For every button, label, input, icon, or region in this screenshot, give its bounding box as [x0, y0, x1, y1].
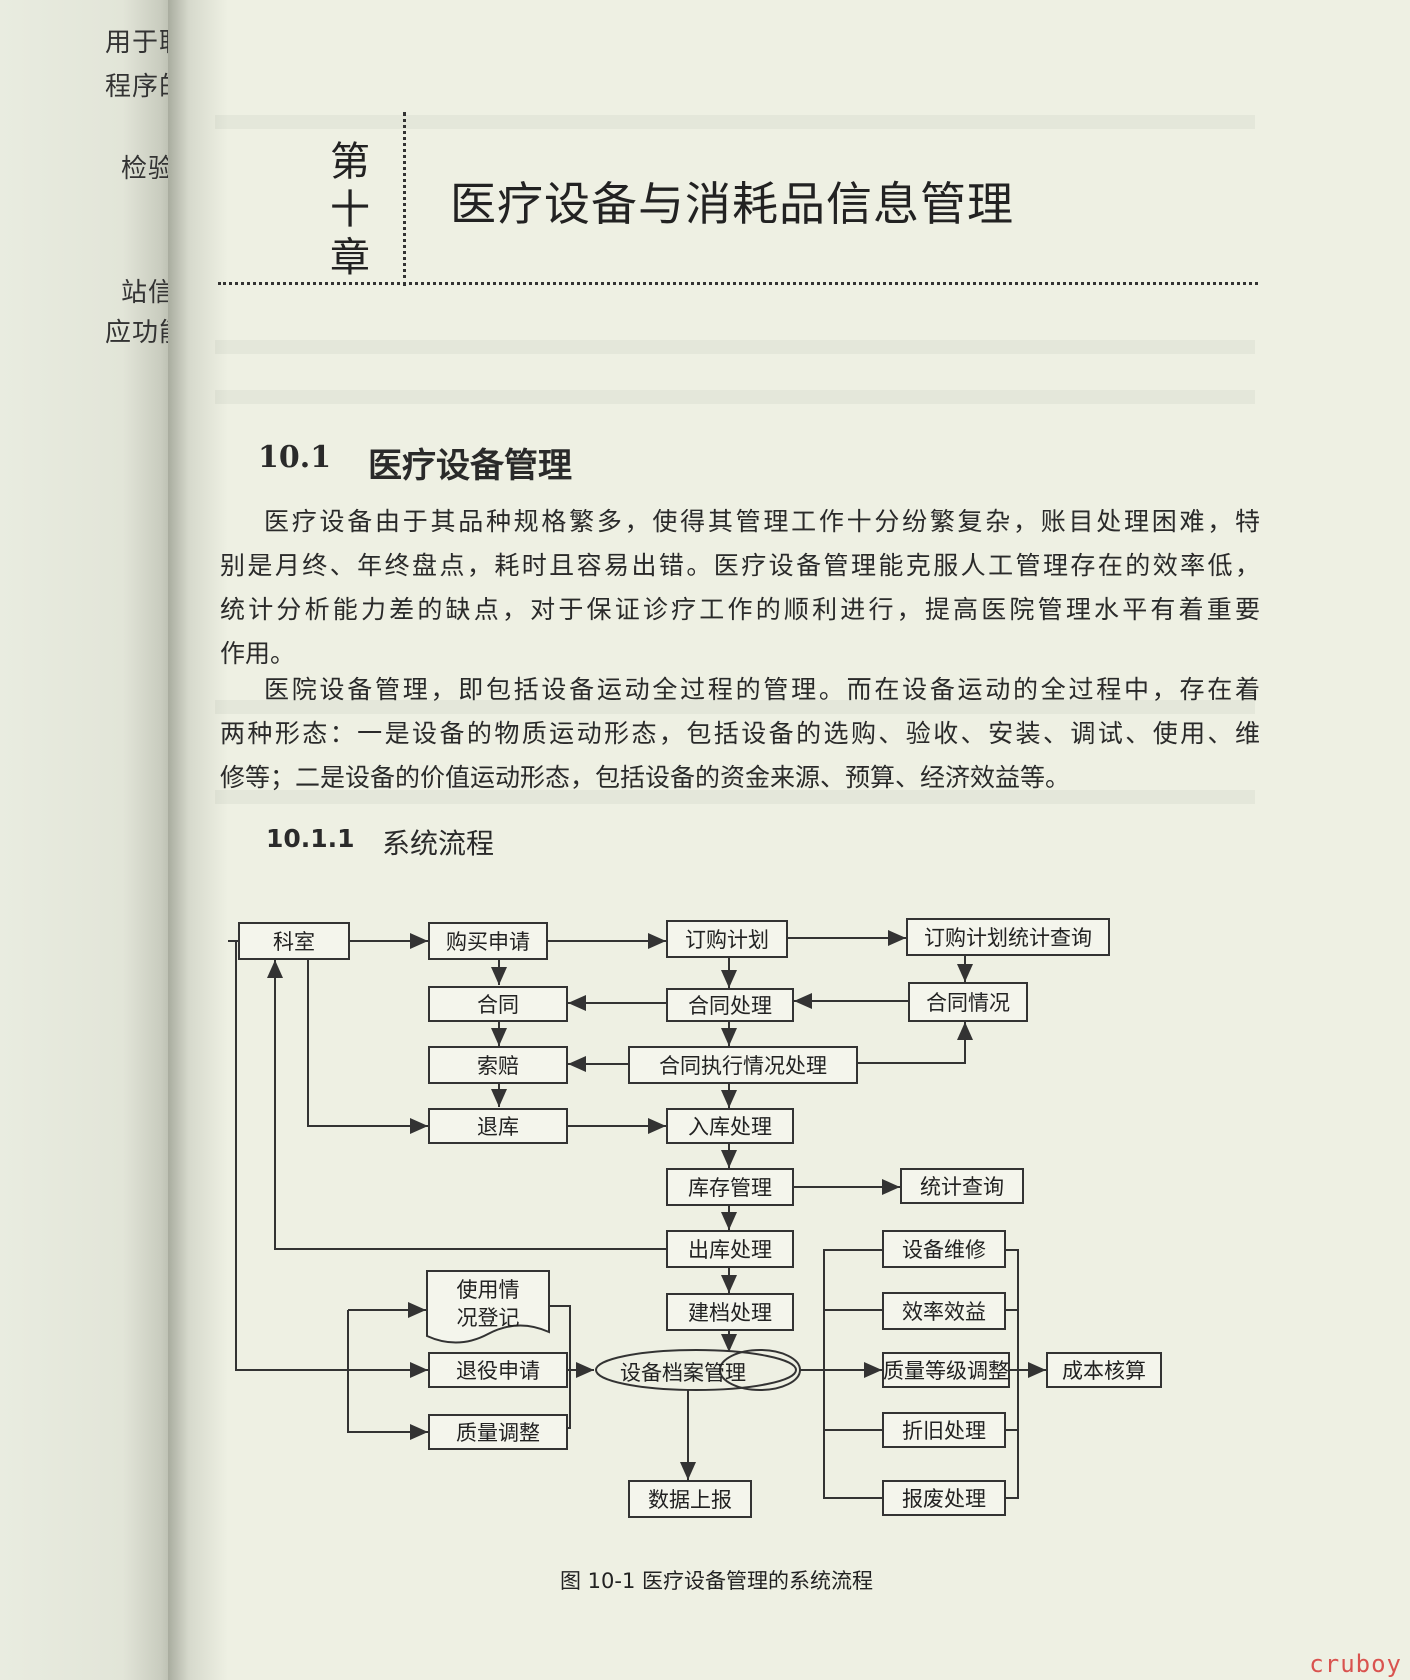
node-inventory: 库存管理: [666, 1168, 794, 1206]
section-title: 医疗设备管理: [368, 446, 572, 486]
node-contract-status: 合同情况: [908, 982, 1028, 1022]
chapter-char: 章: [330, 235, 370, 281]
paragraph-1: 医疗设备由于其品种规格繁多，使得其管理工作十分纷繁复杂，账目处理困难，特 别是月…: [220, 500, 1260, 676]
node-department: 科室: [238, 922, 350, 960]
node-stats-query: 统计查询: [900, 1168, 1024, 1204]
paragraph-line: 医院设备管理，即包括设备运动全过程的管理。而在设备运动的全过程中，存在着: [264, 675, 1260, 704]
node-efficiency: 效率效益: [882, 1292, 1006, 1330]
node-contract: 合同: [428, 986, 568, 1022]
figure-caption: 图 10-1 医疗设备管理的系统流程: [560, 1569, 874, 1593]
node-usage-line: 使用情: [456, 1278, 520, 1302]
node-cost-accounting: 成本核算: [1046, 1352, 1162, 1388]
left-page-line: 站信: [120, 278, 175, 308]
flowchart: 科室 购买申请 订购计划 订购计划统计查询 合同 合同处理 合同情况 索赔 合同…: [228, 900, 1268, 1550]
chapter-title: 医疗设备与消耗品信息管理: [450, 177, 1014, 231]
node-equipment-archive: 设备档案管理: [620, 1361, 746, 1385]
paragraph-2: 医院设备管理，即包括设备运动全过程的管理。而在设备运动的全过程中，存在着 两种形…: [220, 668, 1260, 800]
node-order-plan-stats: 订购计划统计查询: [906, 918, 1110, 956]
node-quality-grade: 质量等级调整: [882, 1352, 1010, 1388]
subsection-number: 10.1.1: [266, 824, 355, 853]
node-depreciation: 折旧处理: [882, 1412, 1006, 1448]
paragraph-line: 修等；二是设备的价值运动形态，包括设备的资金来源、预算、经济效益等。: [220, 763, 1071, 792]
left-page-line: 程序的: [105, 72, 175, 102]
node-usage-registration: 使用情 况登记: [426, 1270, 550, 1344]
node-contract-processing: 合同处理: [666, 988, 794, 1022]
node-contract-execution: 合同执行情况处理: [628, 1046, 858, 1084]
node-return-stock: 退库: [428, 1108, 568, 1144]
node-scrap: 报废处理: [882, 1480, 1006, 1516]
paragraph-line: 作用。: [220, 639, 296, 668]
node-decommission-request: 退役申请: [428, 1352, 568, 1388]
left-page-line: 应功能: [105, 318, 175, 348]
node-archive-processing: 建档处理: [666, 1293, 794, 1331]
page-gutter: [168, 0, 228, 1680]
document-shape: [426, 1270, 550, 1344]
node-order-plan: 订购计划: [666, 920, 788, 958]
chapter-char: 第: [330, 139, 370, 185]
node-stock-in: 入库处理: [666, 1108, 794, 1144]
node-stock-out: 出库处理: [666, 1230, 794, 1268]
subsection-title: 系统流程: [382, 827, 495, 860]
node-usage-line: 况登记: [456, 1306, 520, 1330]
node-data-report: 数据上报: [628, 1480, 752, 1518]
node-claim: 索赔: [428, 1046, 568, 1084]
section-number: 10.1: [258, 440, 332, 475]
paragraph-line: 统计分析能力差的缺点，对于保证诊疗工作的顺利进行，提高医院管理水平有着重要: [220, 595, 1260, 624]
paragraph-line: 两种形态：一是设备的物质运动形态，包括设备的选购、验收、安装、调试、使用、维: [220, 719, 1260, 748]
node-quality-adjust: 质量调整: [428, 1414, 568, 1450]
chapter-divider-vertical: [403, 112, 406, 286]
chapter-char: 十: [330, 187, 370, 233]
watermark: cruboy: [1309, 1650, 1402, 1678]
chapter-number: 第 十 章: [320, 138, 380, 282]
node-purchase-request: 购买申请: [428, 922, 548, 960]
paragraph-line: 医疗设备由于其品种规格繁多，使得其管理工作十分纷繁复杂，账目处理困难，特: [264, 507, 1260, 536]
paragraph-line: 别是月终、年终盘点，耗时且容易出错。医疗设备管理能克服人工管理存在的效率低，: [220, 551, 1260, 580]
left-page-line: 用于联: [105, 28, 175, 58]
left-page-line: 检验: [120, 154, 175, 184]
node-equipment-repair: 设备维修: [882, 1230, 1006, 1268]
left-facing-page: 用于联 程序的 检验 站信 应功能: [0, 0, 175, 1680]
chapter-divider-horizontal: [218, 282, 1258, 285]
